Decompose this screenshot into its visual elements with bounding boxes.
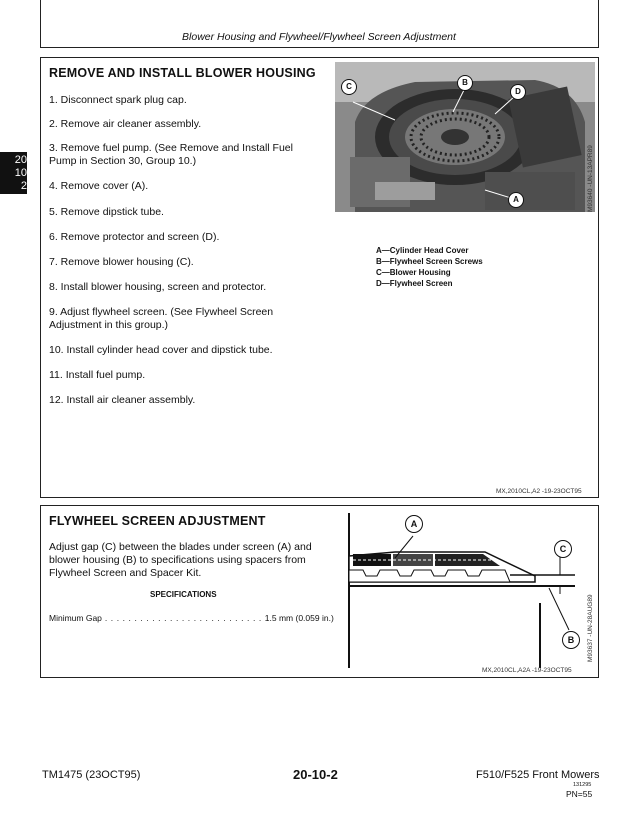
section-stamp: MX,2010CL,A2 -19-23OCT95 [496,488,582,495]
step-item: 5. Remove dipstick tube. [49,206,164,218]
callout-label: A [513,195,519,204]
spec-heading: SPECIFICATIONS [150,590,217,599]
callout-label: B [462,78,468,87]
footer-page-number: 20-10-2 [293,767,338,782]
spec-value: 1.5 mm (0.059 in.) [264,613,334,623]
footer-pn: PN=55 [566,789,593,799]
step-item: 9. Adjust flywheel screen. (See Flywheel… [49,306,274,318]
photo-side-id: M93640 -UN-13APR89 [587,145,594,212]
callout-label: C [559,544,567,554]
flywheel-gap-diagram [348,513,575,668]
step-item: 2. Remove air cleaner assembly. [49,118,202,130]
callout-c: C [554,540,572,558]
step-item: 1. Disconnect spark plug cap. [49,94,187,106]
step-item: Pump in Section 30, Group 10.) [49,155,197,167]
header-rule [40,47,599,49]
body-line: blower housing (B) to specifications usi… [49,554,306,566]
callout-b: B [562,631,580,649]
step-item: 11. Install fuel pump. [49,369,146,381]
callout-label: B [567,635,575,645]
legend-item: D—Flywheel Screen [376,279,453,288]
step-item: Adjustment in this group.) [49,319,169,331]
section-stamp: MX,2010CL,A2A -19-23OCT95 [482,667,572,674]
legend-item: B—Flywheel Screen Screws [376,257,483,266]
footer-product: F510/F525 Front Mowers [476,769,600,781]
step-item: 6. Remove protector and screen (D). [49,231,220,243]
page-left-rule [40,0,42,48]
section-flywheel-box [40,505,599,678]
legend-item: A—Cylinder Head Cover [376,246,469,255]
callout-label: C [346,82,352,91]
step-item: 3. Remove fuel pump. (See Remove and Ins… [49,142,293,154]
side-tab-line: 2 [20,180,27,192]
callout-label: A [410,519,418,529]
body-line: Flywheel Screen and Spacer Kit. [49,567,202,579]
page-right-rule [598,0,600,48]
spec-row: Minimum Gap . . . . . . . . . . . . . . … [49,613,334,623]
step-item: 4. Remove cover (A). [49,180,149,192]
step-item: 8. Install blower housing, screen and pr… [49,281,267,293]
page-header-title: Blower Housing and Flywheel/Flywheel Scr… [182,31,456,43]
spec-leader-dots: . . . . . . . . . . . . . . . . . . . . … [101,613,265,623]
diagram-side-id: M93637 -UN-28AUG89 [587,594,594,662]
side-tab-line: 10 [14,167,27,179]
section-title: FLYWHEEL SCREEN ADJUSTMENT [49,514,266,528]
engine-photo [335,62,595,212]
section-side-tab: 20 10 2 [0,152,27,194]
step-item: 7. Remove blower housing (C). [49,256,194,268]
callout-c: C [341,79,357,95]
body-line: Adjust gap (C) between the blades under … [49,541,312,553]
callout-b: B [457,75,473,91]
section-remove-install-box [40,57,599,498]
section-title: REMOVE AND INSTALL BLOWER HOUSING [49,66,316,80]
step-item: 12. Install air cleaner assembly. [49,394,196,406]
side-tab-line: 20 [14,154,27,166]
callout-label: D [515,87,521,96]
callout-d: D [510,84,526,100]
callout-a: A [405,515,423,533]
callout-a: A [508,192,524,208]
legend-item: C—Blower Housing [376,268,451,277]
step-item: 10. Install cylinder head cover and dips… [49,344,273,356]
spec-label: Minimum Gap [49,613,102,623]
footer-manual-id: TM1475 (23OCT95) [42,769,141,781]
footer-date-code: 131295 [573,782,592,788]
